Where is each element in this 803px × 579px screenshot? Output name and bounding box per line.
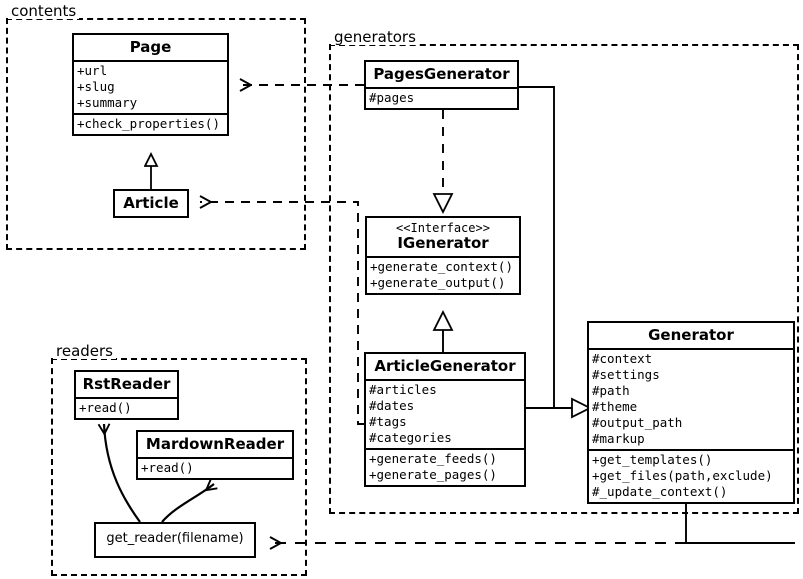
class-operations-rst_reader: +read(): [76, 397, 177, 418]
class-box-pages_generator[interactable]: PagesGenerator #pages: [364, 60, 519, 110]
attribute-row: +summary: [77, 95, 138, 110]
class-box-rst_reader[interactable]: RstReader +read(): [74, 370, 179, 420]
package-label-generators: generators: [331, 30, 419, 45]
class-header-article_generator: ArticleGenerator: [366, 354, 524, 379]
operation-row: +get_templates(): [592, 452, 713, 467]
attribute-row: #output_path: [592, 415, 683, 430]
class-operations-mardown_reader: +read(): [138, 457, 292, 478]
class-box-igenerator[interactable]: <<Interface>>IGenerator+generate_context…: [365, 216, 521, 295]
attribute-row: #context: [592, 351, 653, 366]
class-box-generator[interactable]: Generator #context#settings#path#theme#ou…: [587, 321, 795, 504]
class-box-mardown_reader[interactable]: MardownReader +read(): [136, 430, 294, 480]
package-label-contents: contents: [8, 4, 80, 19]
operation-row: +read(): [79, 400, 132, 415]
operation-row: +generate_output(): [370, 275, 506, 290]
class-name-igenerator: IGenerator: [397, 234, 489, 252]
function-label-get_reader: get_reader(filename): [106, 531, 244, 546]
attribute-row: #articles: [369, 382, 437, 397]
package-label-readers: readers: [53, 344, 116, 359]
attribute-row: #settings: [592, 367, 660, 382]
class-box-page[interactable]: Page +url+slug+summary +check_properties(): [72, 33, 229, 136]
class-box-article_generator[interactable]: ArticleGenerator #articles#dates#tags#cat…: [364, 352, 526, 487]
class-header-mardown_reader: MardownReader: [138, 432, 292, 457]
class-name-mardown_reader: MardownReader: [145, 435, 285, 453]
class-attributes-page: +url+slug+summary: [74, 60, 227, 113]
operation-row: +generate_context(): [370, 259, 513, 274]
class-name-generator: Generator: [648, 326, 734, 344]
operation-row: +generate_feeds(): [369, 451, 497, 466]
class-name-page: Page: [129, 38, 172, 56]
attribute-row: +url: [77, 63, 108, 78]
class-header-igenerator: <<Interface>>IGenerator: [367, 218, 519, 256]
class-header-pages_generator: PagesGenerator: [366, 62, 517, 87]
class-header-page: Page: [74, 35, 227, 60]
function-box-get_reader[interactable]: get_reader(filename): [94, 522, 256, 558]
class-attributes-generator: #context#settings#path#theme#output_path…: [589, 348, 793, 449]
attribute-row: #theme: [592, 399, 638, 414]
attribute-row: #categories: [369, 430, 452, 445]
class-stereotype-igenerator: <<Interface>>: [396, 221, 490, 235]
class-header-generator: Generator: [589, 323, 793, 348]
class-operations-generator: +get_templates()+get_files(path,exclude)…: [589, 449, 793, 502]
attribute-row: #dates: [369, 398, 415, 413]
attribute-row: #markup: [592, 431, 645, 446]
class-operations-article_generator: +generate_feeds()+generate_pages(): [366, 448, 524, 485]
package-border-readers: [51, 358, 307, 576]
class-name-pages_generator: PagesGenerator: [373, 65, 510, 83]
operation-row: +read(): [141, 460, 194, 475]
class-header-rst_reader: RstReader: [76, 372, 177, 397]
class-name-article: Article: [123, 194, 179, 212]
package-border-contents: [6, 18, 306, 250]
class-box-article[interactable]: Article: [113, 189, 189, 218]
class-name-article_generator: ArticleGenerator: [374, 357, 516, 375]
operation-row: +get_files(path,exclude): [592, 468, 773, 483]
class-name-rst_reader: RstReader: [82, 375, 171, 393]
attribute-row: +slug: [77, 79, 115, 94]
class-attributes-pages_generator: #pages: [366, 87, 517, 108]
attribute-row: #path: [592, 383, 630, 398]
operation-row: +check_properties(): [77, 116, 220, 131]
class-attributes-article_generator: #articles#dates#tags#categories: [366, 379, 524, 448]
class-operations-page: +check_properties(): [74, 113, 227, 134]
operation-row: +generate_pages(): [369, 467, 497, 482]
operation-row: #_update_context(): [592, 484, 728, 499]
attribute-row: #tags: [369, 414, 407, 429]
class-header-article: Article: [115, 191, 187, 216]
class-operations-igenerator: +generate_context()+generate_output(): [367, 256, 519, 293]
attribute-row: #pages: [369, 90, 415, 105]
